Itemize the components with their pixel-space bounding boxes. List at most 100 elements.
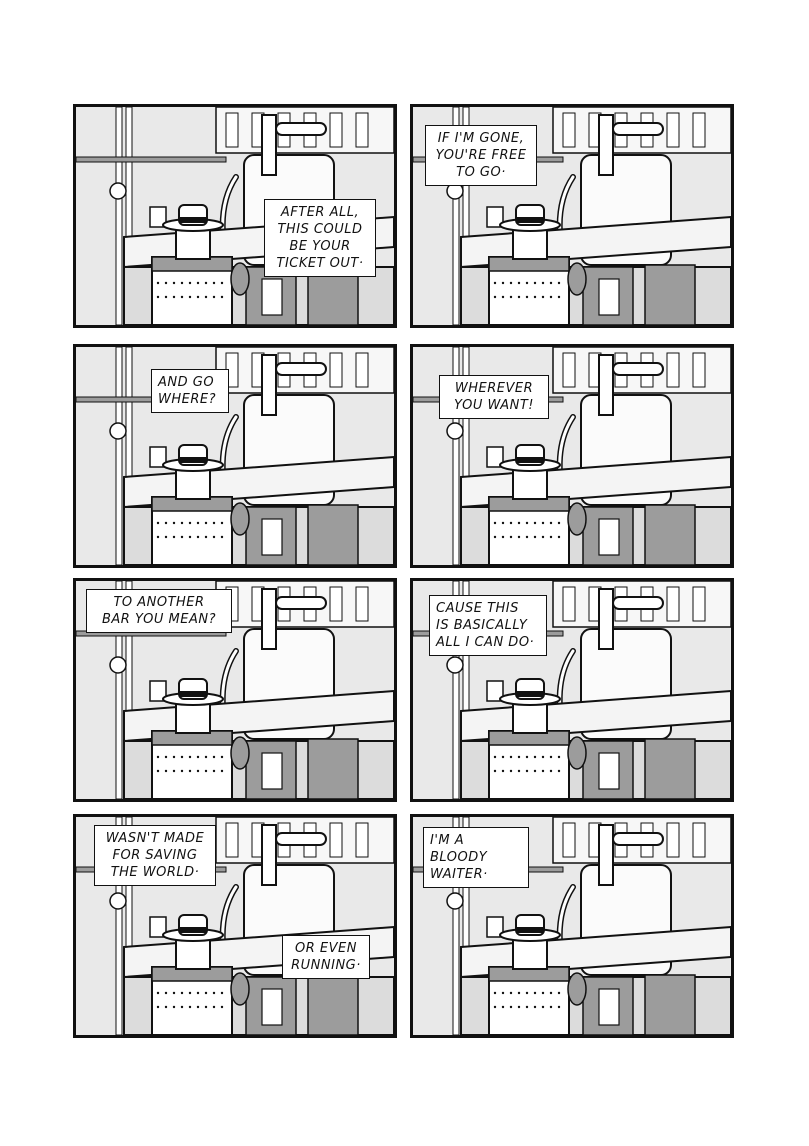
rivet bbox=[164, 281, 168, 285]
rivet bbox=[220, 755, 224, 759]
screw-sign bbox=[261, 752, 283, 790]
rivet bbox=[188, 1005, 192, 1009]
tin-can bbox=[486, 206, 504, 228]
rivet bbox=[196, 281, 200, 285]
bottle bbox=[562, 822, 576, 858]
rivet bbox=[212, 755, 216, 759]
scene-drawing bbox=[76, 347, 394, 565]
rivet bbox=[156, 281, 160, 285]
valve-wheel-icon bbox=[109, 422, 127, 440]
rivet bbox=[188, 535, 192, 539]
rivet bbox=[180, 755, 184, 759]
rivet bbox=[212, 281, 216, 285]
rivet bbox=[541, 769, 545, 773]
rivet bbox=[509, 521, 513, 525]
valve-wheel-icon bbox=[109, 182, 127, 200]
rivet bbox=[509, 1005, 513, 1009]
comic-panel-7: WASN'T MADE FOR SAVING THE WORLD· OR EVE… bbox=[73, 814, 397, 1038]
bottle bbox=[355, 586, 369, 622]
rivet bbox=[220, 991, 224, 995]
rivet bbox=[525, 521, 529, 525]
rivet bbox=[509, 281, 513, 285]
rivet bbox=[549, 295, 553, 299]
bottle bbox=[666, 112, 680, 148]
counter-panel bbox=[644, 974, 696, 1035]
rivet bbox=[517, 281, 521, 285]
machine-arm bbox=[612, 122, 664, 136]
bottle bbox=[692, 822, 706, 858]
speech-bubble: WASN'T MADE FOR SAVING THE WORLD· bbox=[94, 825, 216, 886]
rivet bbox=[204, 769, 208, 773]
rivet bbox=[180, 769, 184, 773]
counter-panel bbox=[644, 264, 696, 325]
bottle bbox=[225, 112, 239, 148]
robot-shoulder bbox=[567, 262, 587, 296]
machine-arm bbox=[275, 362, 327, 376]
machine-arm bbox=[275, 832, 327, 846]
rivet bbox=[501, 1005, 505, 1009]
robot-shoulder bbox=[567, 736, 587, 770]
robot-shoulder bbox=[567, 502, 587, 536]
scene-drawing bbox=[413, 347, 731, 565]
rivet bbox=[220, 1005, 224, 1009]
machine-arm bbox=[275, 596, 327, 610]
rivet bbox=[557, 281, 561, 285]
rivet bbox=[533, 535, 537, 539]
rivet bbox=[180, 295, 184, 299]
bottle bbox=[692, 352, 706, 388]
hat-band bbox=[179, 691, 207, 697]
rivet bbox=[533, 991, 537, 995]
bottle bbox=[666, 586, 680, 622]
bottle bbox=[329, 586, 343, 622]
rivet bbox=[204, 535, 208, 539]
rivet bbox=[549, 281, 553, 285]
rivet bbox=[493, 769, 497, 773]
machine-head bbox=[261, 354, 277, 416]
rivet bbox=[220, 521, 224, 525]
rivet bbox=[557, 295, 561, 299]
rivet bbox=[204, 755, 208, 759]
speech-bubble: AND GO WHERE? bbox=[151, 369, 229, 413]
wall-pipe bbox=[452, 817, 460, 1035]
rivet bbox=[196, 535, 200, 539]
tin-can bbox=[149, 916, 167, 938]
robot-shoulder bbox=[230, 262, 250, 296]
rivet bbox=[509, 755, 513, 759]
rivet bbox=[172, 295, 176, 299]
rivet bbox=[549, 535, 553, 539]
rivet bbox=[557, 755, 561, 759]
wall-pipe bbox=[115, 581, 123, 799]
screw-sign bbox=[261, 278, 283, 316]
wall-pipe bbox=[125, 107, 133, 325]
screw-sign bbox=[598, 278, 620, 316]
rivet bbox=[196, 521, 200, 525]
rivet bbox=[541, 281, 545, 285]
rivet bbox=[196, 1005, 200, 1009]
rivet bbox=[533, 769, 537, 773]
wall-pipe bbox=[125, 581, 133, 799]
machine-head bbox=[261, 588, 277, 650]
hat-band bbox=[179, 927, 207, 933]
hat-band bbox=[516, 217, 544, 223]
rivet bbox=[172, 535, 176, 539]
machine-head bbox=[598, 114, 614, 176]
rivet bbox=[501, 521, 505, 525]
rivet bbox=[156, 295, 160, 299]
rivet bbox=[164, 1005, 168, 1009]
valve-wheel-icon bbox=[446, 422, 464, 440]
machine-head bbox=[598, 354, 614, 416]
rivet bbox=[525, 535, 529, 539]
counter-panel bbox=[307, 504, 359, 565]
rivet bbox=[533, 521, 537, 525]
rivet bbox=[188, 281, 192, 285]
comic-panel-5: TO ANOTHER BAR YOU MEAN? bbox=[73, 578, 397, 802]
rivet bbox=[164, 521, 168, 525]
rivet bbox=[172, 281, 176, 285]
robot-shoulder bbox=[230, 972, 250, 1006]
rivet bbox=[541, 991, 545, 995]
screw-sign bbox=[598, 988, 620, 1026]
wall-pipe bbox=[452, 347, 460, 565]
tin-can bbox=[149, 680, 167, 702]
bottle bbox=[692, 586, 706, 622]
machine-arm bbox=[612, 832, 664, 846]
